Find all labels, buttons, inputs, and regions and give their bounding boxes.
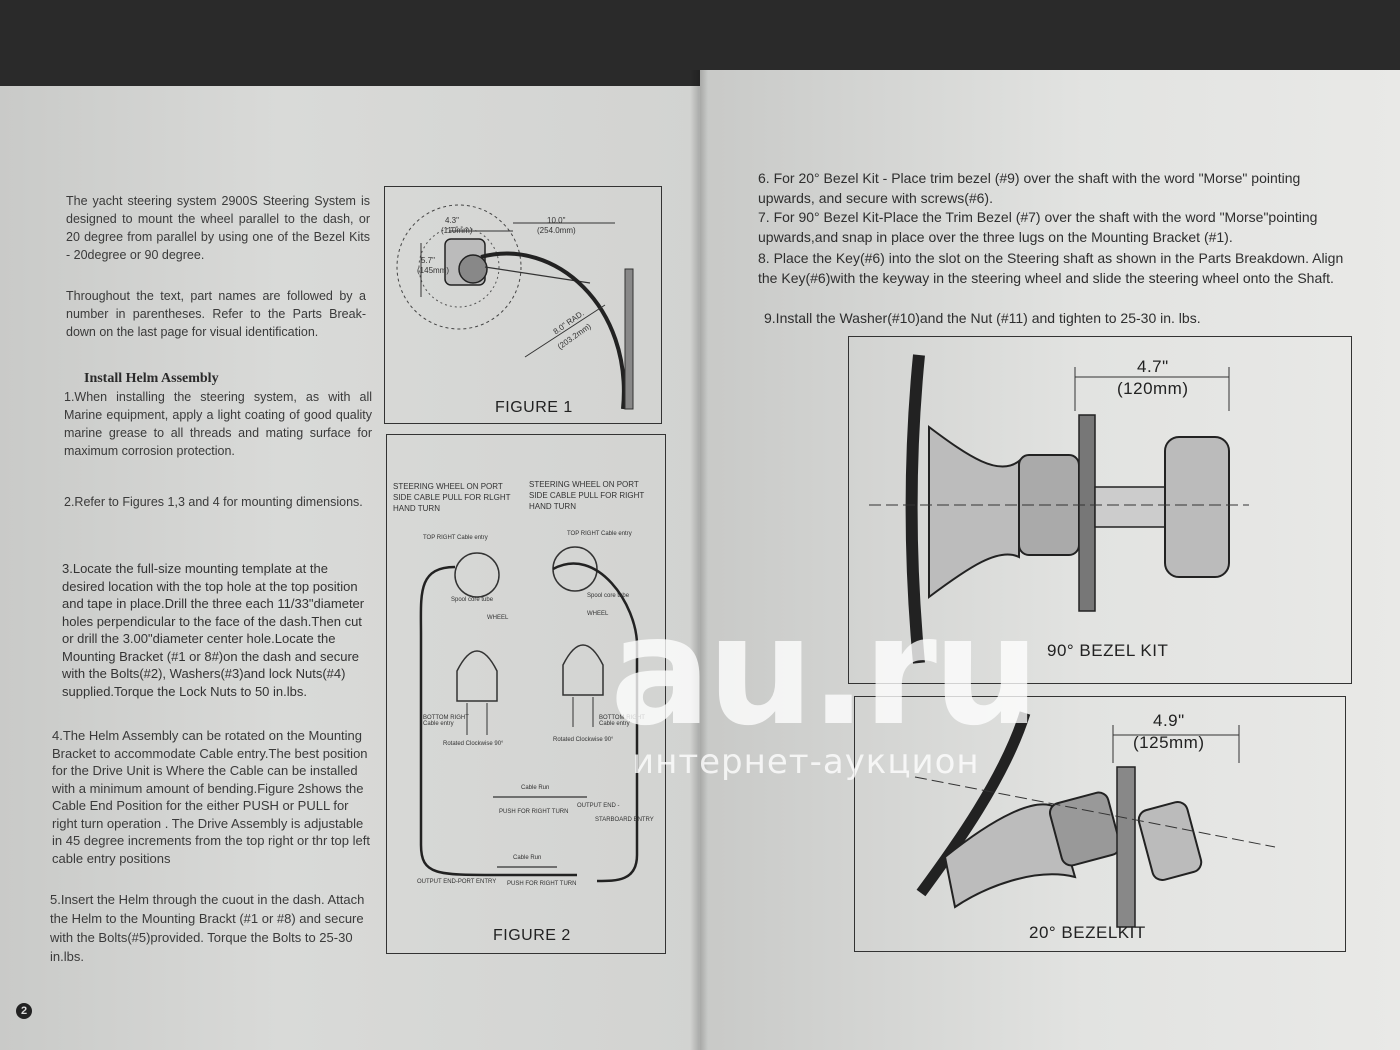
fig2-wheel-right: WHEEL bbox=[587, 611, 609, 617]
step-3-text: 3.Locate the full-size mounting template… bbox=[62, 561, 365, 699]
fig2-top-right-left: TOP RIGHT Cable entry bbox=[423, 535, 488, 541]
step-4-text: 4.The Helm Assembly can be rotated on th… bbox=[52, 728, 370, 866]
figure-3-caption: 90° BEZEL KIT bbox=[1047, 641, 1169, 660]
right-page bbox=[700, 70, 1400, 1050]
figure-1-box: 4.3" (110mm) 10.0" (254.0mm) 5.7" (145mm… bbox=[384, 186, 662, 424]
step-7-text: 7. For 90° Bezel Kit-Place the Trim Beze… bbox=[758, 209, 1318, 245]
fig1-dim-b: 10.0" bbox=[547, 216, 566, 225]
step-9-text: 9.Install the Washer(#10)and the Nut (#1… bbox=[764, 310, 1201, 326]
fig2-spool-right: Spool core tube bbox=[587, 593, 630, 599]
fig2-rotated-left: Rotated Clockwise 90° bbox=[443, 741, 504, 747]
figure-3-drawing bbox=[869, 354, 1249, 664]
fig1-dim-a: 4.3" bbox=[445, 216, 459, 225]
step-2-text: 2.Refer to Figures 1,3 and 4 for mountin… bbox=[64, 495, 363, 509]
fig2-wheel-left: WHEEL bbox=[487, 615, 509, 621]
step-8-text: 8. Place the Key(#6) into the slot on th… bbox=[758, 250, 1344, 286]
fig2-left-title: STEERING WHEEL ON PORT SIDE CABLE PULL F… bbox=[393, 482, 511, 513]
figure-2-drawing bbox=[419, 546, 639, 883]
fig2-push-right-2: PUSH FOR RIGHT TURN bbox=[507, 881, 577, 887]
fig2-cable-run-2: Cable Run bbox=[513, 855, 542, 861]
step-1-text: 1.When installing the steering system, a… bbox=[64, 390, 372, 458]
figure-1-drawing bbox=[396, 204, 634, 410]
fig1-dim-c: 5.7" bbox=[421, 256, 435, 265]
figure-4-box: 4.9" (125mm) 20° BEZELKIT bbox=[854, 696, 1346, 952]
intro-paragraph: The yacht steering system 2900S Steering… bbox=[66, 194, 370, 262]
watermark-tagline: интернет-аукцион bbox=[632, 742, 980, 782]
fig2-output-port: OUTPUT END-PORT ENTRY bbox=[417, 879, 497, 885]
watermark-logo: au.ru bbox=[610, 585, 1040, 759]
figure-1-caption: FIGURE 1 bbox=[495, 399, 573, 416]
fig2-output-end: OUTPUT END - bbox=[577, 803, 620, 809]
page-number-badge: 2 bbox=[16, 1003, 32, 1019]
fig1-dim-c-mm: (145mm) bbox=[417, 266, 450, 275]
figure-4-drawing bbox=[914, 711, 1276, 928]
fig3-dim: 4.7" bbox=[1137, 357, 1169, 376]
figure-2-caption: FIGURE 2 bbox=[493, 927, 571, 944]
fig2-bottom-right: BOTTOM RIGHT Cable entry bbox=[599, 715, 645, 727]
fig2-rotated-right: Rotated Clockwise 90° bbox=[553, 737, 614, 743]
figure-2-box: STEERING WHEEL ON PORT SIDE CABLE PULL F… bbox=[386, 434, 666, 954]
fig3-dim-mm: (120mm) bbox=[1117, 379, 1189, 398]
fig2-starboard: STARBOARD ENTRY bbox=[595, 817, 654, 823]
fig1-dim-b-mm: (254.0mm) bbox=[537, 226, 576, 235]
parts-note-paragraph: Throughout the text, part names are foll… bbox=[66, 289, 366, 339]
step-5-text: 5.Insert the Helm through the cuout in t… bbox=[50, 892, 365, 964]
figure-4-caption: 20° BEZELKIT bbox=[1029, 923, 1146, 942]
fig2-cable-run-1: Cable Run bbox=[521, 785, 550, 791]
fig4-dim: 4.9" bbox=[1153, 711, 1185, 730]
step-6-text: 6. For 20° Bezel Kit - Place trim bezel … bbox=[758, 170, 1301, 206]
fig2-push-right: PUSH FOR RIGHT TURN bbox=[499, 809, 569, 815]
page-spine bbox=[690, 70, 708, 1050]
fig2-bottom-left: BOTTOM RIGHT Cable entry bbox=[423, 715, 469, 727]
install-helm-heading: Install Helm Assembly bbox=[84, 371, 219, 386]
figure-3-box: 4.7" (120mm) 90° BEZEL KIT bbox=[848, 336, 1352, 684]
fig2-top-right-right: TOP RIGHT Cable entry bbox=[567, 531, 632, 537]
fig4-dim-mm: (125mm) bbox=[1133, 733, 1205, 752]
left-page bbox=[0, 86, 700, 1050]
fig1-dim-a-mm: (110mm) bbox=[441, 226, 473, 235]
fig2-spool-left: Spool core tube bbox=[451, 597, 494, 603]
fig2-right-title: STEERING WHEEL ON PORT SIDE CABLE PULL F… bbox=[529, 480, 645, 511]
